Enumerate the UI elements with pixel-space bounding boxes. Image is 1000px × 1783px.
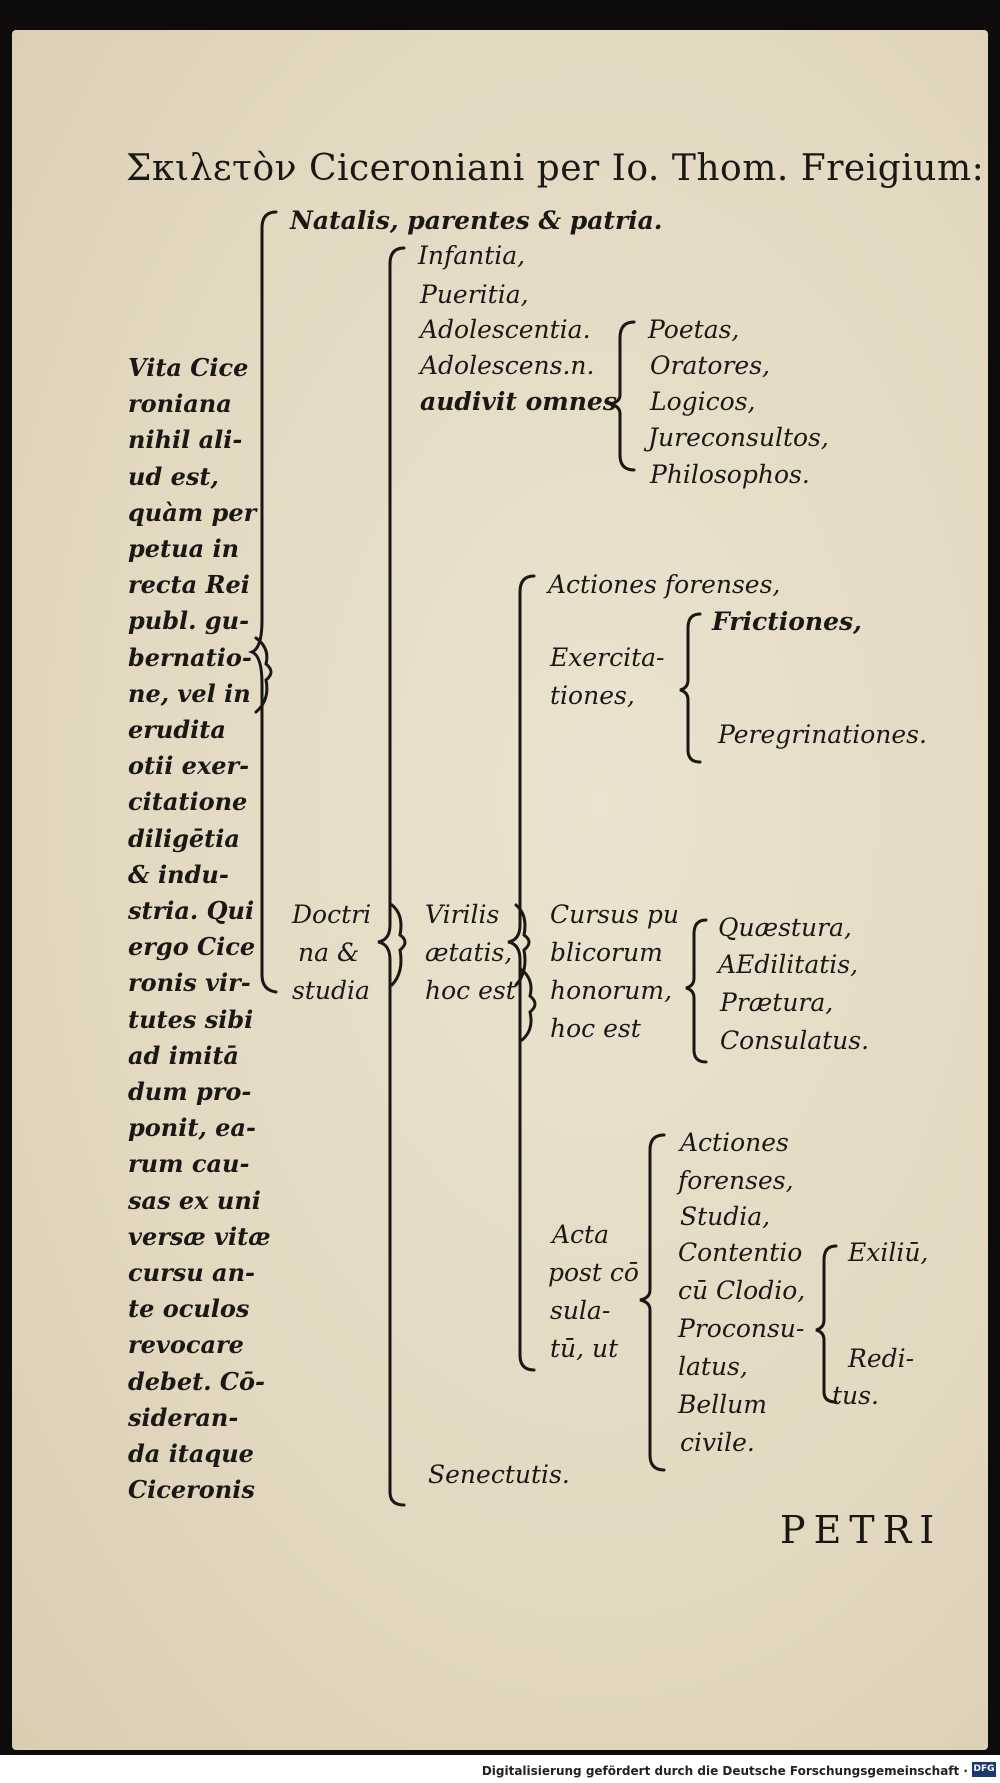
left-column-line: & indu- [128, 859, 229, 889]
left-column-line: Vita Cice [128, 353, 249, 382]
node-doctrina-2: studia [292, 976, 370, 1005]
brace-left-column [254, 636, 273, 714]
node-acta-0: Acta [552, 1220, 610, 1249]
left-column-line: Ciceronis [128, 1475, 255, 1505]
node-acta-2: sula- [550, 1296, 611, 1325]
brace-cursus [685, 918, 708, 1064]
node-pueritia: Pueritia, [420, 280, 529, 309]
brace-doctrina-right [390, 903, 407, 987]
left-column-line: revocare [128, 1330, 244, 1360]
node-adolescentia: Adolescentia. [420, 315, 591, 344]
left-column-line: nihil ali- [128, 425, 243, 455]
left-column-line: versæ vitæ [128, 1221, 271, 1251]
acta-item-0: Actiones [680, 1128, 789, 1157]
cursus-item-1: AEdilitatis, [718, 950, 859, 979]
exercitationes-item-0: Frictiones, [712, 607, 862, 636]
node-acta-3: tū, ut [550, 1334, 619, 1363]
left-column-line: ne, vel in [128, 678, 251, 708]
brace-exercitationes [679, 612, 702, 764]
brace-audivit [609, 320, 636, 472]
left-column-line: ronis vir- [128, 968, 251, 998]
acta-item-2: Studia, [680, 1202, 771, 1231]
left-column-line: stria. Qui [128, 896, 255, 925]
node-cursus-2: honorum, [550, 976, 673, 1005]
brace-cursus-left [520, 968, 537, 1042]
acta-item-1: forenses, [678, 1166, 794, 1195]
left-column-line: sas ex uni [128, 1185, 261, 1215]
page-header: Σκιλετὸν Ciceroniani per Io. Thom. Freig… [126, 148, 985, 189]
node-cursus-3: hoc est [550, 1014, 641, 1043]
acta-item-7: Bellum [678, 1390, 767, 1419]
node-actiones-forenses: Actiones forenses, [548, 570, 781, 599]
audivit-item-1: Oratores, [650, 351, 770, 380]
acta-item-8: civile. [680, 1428, 755, 1457]
acta-item-5: Proconsu- [678, 1314, 805, 1343]
node-doctrina-0: Doctri [292, 900, 372, 929]
left-column-line: diligētia [128, 823, 240, 853]
left-column-line: da itaque [128, 1439, 254, 1468]
acta-item-4: cū Clodio, [678, 1276, 806, 1305]
audivit-item-4: Philosophos. [650, 460, 810, 489]
dfg-logo-icon: DFG [972, 1762, 996, 1777]
acta-item-3: Contentio [678, 1238, 803, 1267]
catchword: PETRI [780, 1508, 943, 1552]
node-virilis-1: ætatis, [425, 938, 513, 967]
node-audivit: audivit omnes [420, 387, 617, 416]
brace-acta [639, 1133, 666, 1472]
left-column-line: dum pro- [128, 1077, 252, 1106]
node-exercitationes-0: Exercita- [550, 643, 665, 672]
audivit-item-0: Poetas, [648, 315, 740, 344]
left-column-line: ad imitā [128, 1040, 239, 1070]
node-doctrina-1: na & [298, 938, 360, 967]
left-column-line: bernatio- [128, 642, 252, 672]
brace-virilis [507, 574, 536, 1372]
left-column-line: roniana [128, 389, 232, 419]
left-column-line: petua in [128, 534, 240, 563]
book-page [12, 30, 988, 1750]
left-column-line: sideran- [128, 1402, 239, 1432]
node-virilis-2: hoc est [425, 976, 516, 1005]
left-column-line: rum cau- [128, 1149, 250, 1179]
node-reditus-0: Redi- [848, 1344, 915, 1373]
cursus-item-3: Consulatus. [720, 1026, 870, 1055]
cursus-item-0: Quæstura, [718, 913, 852, 942]
left-column-line: te oculos [128, 1294, 250, 1324]
node-adolescens: Adolescens.n. [420, 351, 595, 380]
exercitationes-item-1: Peregrinationes. [718, 720, 927, 749]
left-column-line: recta Rei [128, 570, 250, 600]
left-column-line: debet. Cō- [128, 1366, 265, 1396]
audivit-item-2: Logicos, [650, 387, 756, 416]
brace-main [247, 210, 278, 994]
node-acta-1: post cō [548, 1258, 639, 1287]
acta-item-6: latus, [678, 1352, 748, 1381]
footer-bar [0, 1755, 1000, 1783]
left-column-line: erudita [128, 715, 226, 744]
node-reditus-1: tus. [832, 1381, 879, 1410]
left-column-line: quàm per [128, 497, 257, 527]
left-column-line: publ. gu- [128, 606, 250, 636]
node-virilis-0: Virilis [425, 900, 500, 929]
node-cursus-1: blicorum [550, 938, 663, 967]
node-exercitationes-1: tiones, [550, 681, 635, 710]
digitization-credit: Digitalisierung gefördert durch die Deut… [481, 1764, 968, 1778]
node-infantia: Infantia, [418, 241, 526, 270]
left-column-line: cursu an- [128, 1258, 255, 1287]
node-cursus-0: Cursus pu [550, 900, 679, 929]
left-column-line: ud est, [128, 461, 219, 491]
left-column-line: ergo Cice [128, 932, 256, 962]
left-column-line: otii exer- [128, 751, 250, 781]
brace-ages [377, 246, 406, 1507]
node-senectutis: Senectutis. [428, 1460, 570, 1489]
left-column-line: tutes sibi [128, 1004, 254, 1034]
cursus-item-2: Prætura, [720, 988, 834, 1017]
node-exilium: Exiliū, [848, 1238, 929, 1267]
brace-exilium [815, 1244, 838, 1404]
audivit-item-3: Jureconsultos, [648, 423, 829, 452]
left-column-line: citatione [128, 787, 248, 817]
node-natalis: Natalis, parentes & patria. [290, 206, 663, 235]
left-column-line: ponit, ea- [128, 1113, 256, 1143]
